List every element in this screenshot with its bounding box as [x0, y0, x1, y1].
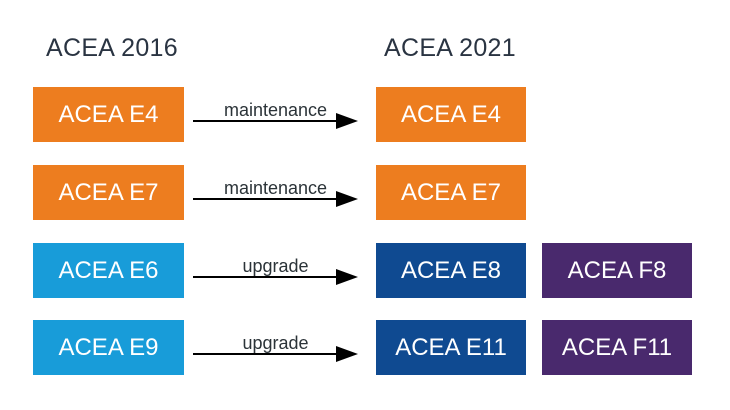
- box-e6-2016: ACEA E6: [33, 243, 184, 298]
- arrow-label-upgrade: upgrade: [242, 333, 309, 353]
- arrowhead-icon: [336, 191, 358, 207]
- column-header-acea-2016: ACEA 2016: [46, 34, 178, 62]
- arrowhead-icon: [336, 113, 358, 129]
- box-f11-2021: ACEA F11: [542, 320, 692, 375]
- arrow-line: [193, 198, 342, 200]
- box-e4-2021: ACEA E4: [376, 87, 526, 142]
- arrow-line: [193, 276, 342, 278]
- arrow-label-maintenance: maintenance: [223, 178, 328, 198]
- box-e9-2016: ACEA E9: [33, 320, 184, 375]
- arrow-row-2: maintenance: [193, 165, 358, 220]
- box-e8-2021: ACEA E8: [376, 243, 526, 298]
- box-f8-2021: ACEA F8: [542, 243, 692, 298]
- column-header-acea-2021: ACEA 2021: [384, 34, 516, 62]
- arrowhead-icon: [336, 346, 358, 362]
- arrow-label-upgrade: upgrade: [242, 256, 309, 276]
- box-e7-2016: ACEA E7: [33, 165, 184, 220]
- box-e11-2021: ACEA E11: [376, 320, 526, 375]
- arrow-row-3: upgrade: [193, 243, 358, 298]
- arrow-line: [193, 120, 342, 122]
- arrow-line: [193, 353, 342, 355]
- arrow-row-1: maintenance: [193, 87, 358, 142]
- arrow-row-4: upgrade: [193, 320, 358, 375]
- box-e7-2021: ACEA E7: [376, 165, 526, 220]
- box-e4-2016: ACEA E4: [33, 87, 184, 142]
- arrow-label-maintenance: maintenance: [223, 100, 328, 120]
- arrowhead-icon: [336, 269, 358, 285]
